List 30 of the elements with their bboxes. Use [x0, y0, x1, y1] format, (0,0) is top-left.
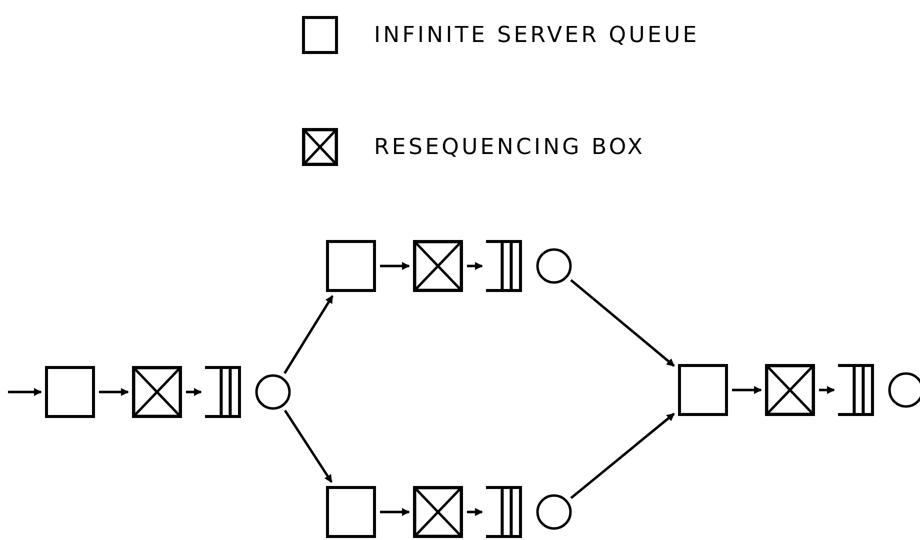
- legend-label: INFINITE SERVER QUEUE: [374, 22, 700, 50]
- queue-symbol: [205, 366, 241, 418]
- arrow: [732, 386, 762, 394]
- infinite-server-box: [45, 366, 95, 418]
- queue-symbol: [486, 240, 522, 292]
- arrow: [380, 262, 410, 270]
- arrow: [99, 388, 129, 396]
- arrow: [467, 508, 483, 516]
- resequencing-box: [413, 240, 463, 292]
- arrow: [380, 508, 410, 516]
- infinite-server-box: [678, 364, 728, 416]
- resequencing-box: [765, 364, 815, 416]
- resequencing-box: [132, 366, 182, 418]
- arrow: [8, 388, 42, 396]
- arrow: [819, 386, 835, 394]
- server-circle: [536, 494, 572, 530]
- queue-symbol: [486, 486, 522, 538]
- infinite-server-box: [326, 240, 376, 292]
- arrow: [186, 388, 202, 396]
- arrow: [570, 279, 675, 367]
- server-circle: [536, 248, 572, 284]
- resequencing-box: [413, 486, 463, 538]
- arrow: [467, 262, 483, 270]
- infinite-server-box: [326, 486, 376, 538]
- server-circle: [255, 374, 291, 410]
- arrow: [284, 295, 334, 374]
- queue-symbol: [838, 364, 874, 416]
- arrow: [570, 412, 675, 500]
- arrow: [284, 410, 333, 483]
- legend-label: RESEQUENCING BOX: [374, 134, 646, 162]
